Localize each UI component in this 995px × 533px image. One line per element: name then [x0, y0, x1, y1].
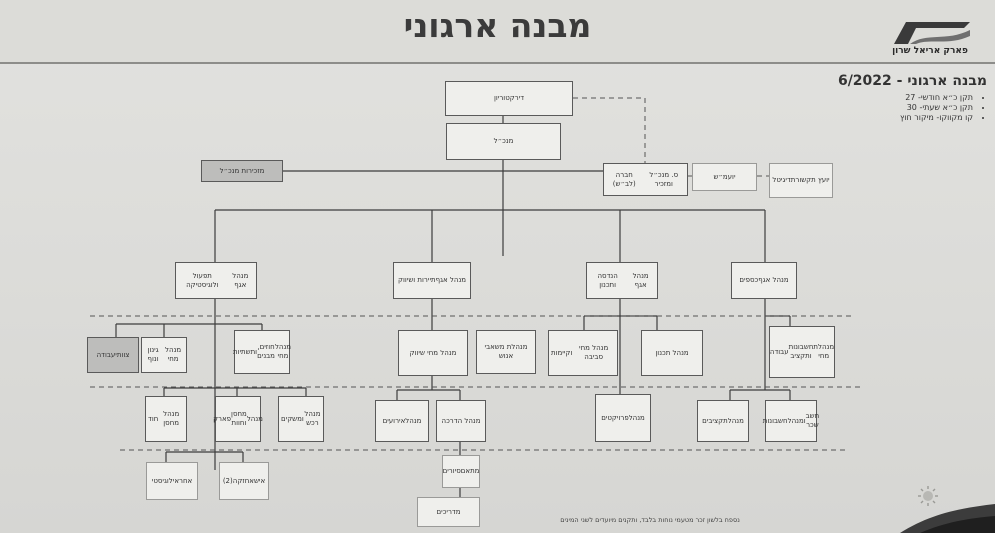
guides-box: מדריכים [417, 497, 480, 527]
planning-manager-box: מנהל תכנון [641, 330, 703, 376]
planning-division-box: מנהל אגף הנדסה ותכנון [586, 262, 658, 299]
division-line: תיירות ושיווק [397, 276, 436, 284]
ceo-label: מנכ״ל [493, 137, 514, 145]
legal-label: יועמ״ש [713, 172, 736, 181]
box-line: אירועים [382, 416, 406, 425]
deputy-ceo-box: ס. מנכ״ל ומזכיר חברה (לב״ש) [603, 163, 688, 196]
box-line: תקציבים [702, 416, 728, 425]
box-line: מנהלת מחי [813, 343, 835, 360]
division-line: מנהל אגף [758, 276, 789, 284]
box-line: לוגיסטי [151, 476, 173, 485]
box-line: מנהל רכש [304, 410, 321, 427]
slide-title: מבנה ארגוני [403, 6, 592, 45]
box-line: מתאם [460, 467, 480, 475]
deputy-ceo-line: חברה (לב״ש) [612, 170, 636, 188]
box-line: חשב שכר [805, 412, 820, 429]
list-item: תקן כ״א שעתי- 30 [837, 103, 973, 113]
box-line: פרויקטים [601, 413, 629, 422]
park-logo-icon: פארק אריאל שרון [886, 14, 974, 58]
operations-division-box: מנהל אגף תפעול ולוגיסטיקה [175, 262, 257, 299]
logo-text: פארק אריאל שרון [892, 46, 968, 56]
box-line: פארק [213, 414, 232, 423]
box-line: מנהל מחי סביבה [579, 344, 609, 361]
division-line: מנהל אגף [632, 271, 649, 289]
list-item: תקן כ״א חודשי- 27 [837, 93, 973, 103]
box-line: וקיימות [551, 348, 573, 357]
division-line: תפעול ולוגיסטיקה [186, 271, 219, 289]
box-line: סיורים [442, 467, 461, 475]
division-line: הנדסה ותכנון [597, 271, 618, 289]
box-line: חשבונות [762, 416, 788, 425]
box-line: חוד [148, 414, 159, 423]
box-line: עבודה [769, 347, 789, 356]
box-line: אחראי [172, 476, 193, 485]
marketing-manager-box: מנהל מחי שיווק [398, 330, 468, 376]
side-panel-list: תקן כ״א חודשי- 27 תקן כ״א שעתי- 30 קו מק… [837, 93, 987, 123]
box-line: צוותי [115, 350, 130, 359]
board-label: דירקטוריון [493, 94, 525, 102]
box-line: מנהל הדרכה [441, 416, 481, 425]
box-line: גינון ונוף [147, 346, 159, 363]
box-line: איש [253, 476, 266, 485]
maintenance-manager-box: מנהל מחי גינון ונוף [141, 337, 187, 373]
box-line: ומשקים [281, 414, 304, 423]
box-line: מנהל מחי [165, 346, 182, 363]
ceo-office-label: מזכירות מנכ״ל [219, 166, 265, 175]
hr-manager-box: מנהלת משאבי אנוש [476, 330, 536, 374]
footnote: נספח בלשון זכר מטעמי נוחות בלבד, ותקנים … [560, 516, 740, 524]
box-line: מנהל מחי [274, 343, 292, 360]
box-line: מנהל [727, 416, 744, 425]
environment-manager-box: מנהל מחי סביבה וקיימות [548, 330, 618, 376]
deputy-ceo-line: ס. מנכ״ל ומזכיר [649, 170, 679, 188]
corner-decoration-icon [900, 504, 995, 533]
box-line: עבודה [96, 350, 116, 359]
list-item: קו מקווקו- מיקור חוץ [837, 113, 973, 123]
box-line: חשבונות ותקציב [788, 343, 814, 360]
box-line: מנהל מחי שיווק [409, 348, 457, 357]
box-line: מנהל [246, 414, 263, 423]
warehouse-box: מנהל מחסן חוד [145, 396, 187, 442]
division-line: כספים [739, 276, 759, 284]
slide-header: מבנה ארגוני פארק אריאל שרון [0, 0, 995, 64]
board-of-directors-box: דירקטוריון [445, 81, 573, 116]
side-panel: מבנה ארגוני - 6/2022 תקן כ״א חודשי- 27 ת… [837, 73, 987, 123]
box-line: מנהל תכנון [655, 348, 689, 357]
box-line: מנהל [628, 413, 645, 422]
ceo-box: מנכ״ל [446, 123, 561, 160]
sun-icon [918, 486, 938, 506]
side-panel-title: מבנה ארגוני - 6/2022 [837, 73, 987, 89]
legal-advisor-box: יועמ״ש [692, 163, 757, 191]
consultants-line: דיגיטל [772, 176, 791, 184]
division-line: מנהל אגף [232, 271, 249, 289]
hr-label: מנהלת משאבי אנוש [484, 343, 528, 360]
box-line: מנהל [405, 416, 422, 425]
box-line: ומנהל [787, 416, 806, 425]
box-line: חוזים, מבנים [257, 343, 275, 360]
division-line: מנהל אגף [435, 276, 467, 284]
education-manager-box: מנהל הדרכה [436, 400, 486, 442]
box-line: מחסן וחוות [231, 410, 247, 427]
box-line: מדריכים [436, 507, 461, 516]
box-line: מנהל מחסן [163, 410, 180, 427]
consultants-line: יועץ תקשורת [790, 176, 830, 184]
ceo-office-box: מזכירות מנכ״ל [201, 160, 283, 182]
box-line: אחזקה(2) [222, 476, 254, 485]
box-line: ותשתיות [232, 347, 258, 356]
